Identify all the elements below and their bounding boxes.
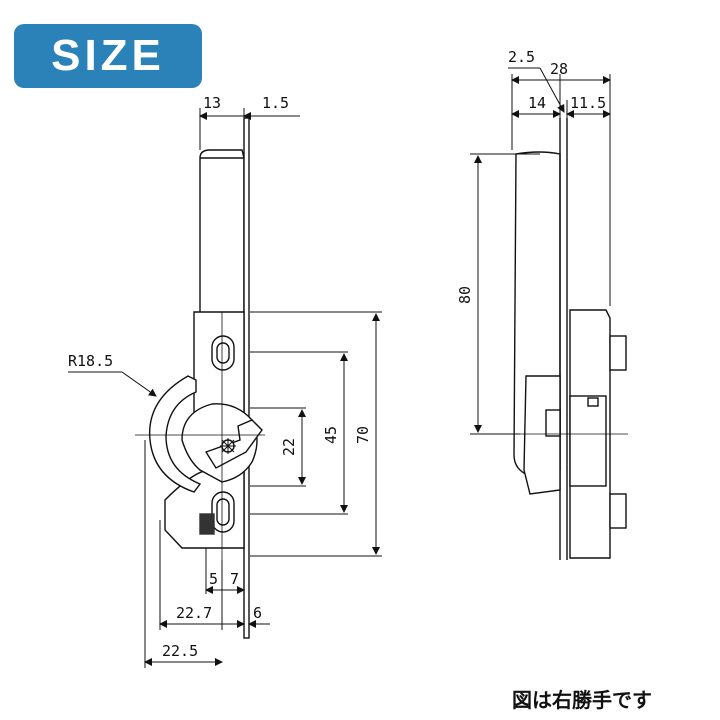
dim-22-7: 22.7 <box>176 604 212 622</box>
right-hand-note: 図は右勝手です <box>512 688 652 712</box>
dim-28: 28 <box>550 60 568 78</box>
dim-1-5: 1.5 <box>262 94 289 112</box>
front-view <box>135 117 265 639</box>
dim-6: 6 <box>253 604 262 622</box>
dim-2-5: 2.5 <box>508 48 535 66</box>
dim-13: 13 <box>203 94 221 112</box>
dim-22-5: 22.5 <box>162 642 198 660</box>
size-badge: SIZE <box>14 24 202 88</box>
dim-r18-5: R18.5 <box>68 352 113 370</box>
dim-7: 7 <box>230 570 239 588</box>
dim-45: 45 <box>322 426 340 444</box>
dim-5: 5 <box>209 570 218 588</box>
dim-11-5: 11.5 <box>570 94 606 112</box>
dim-14: 14 <box>528 94 546 112</box>
side-view <box>470 118 628 560</box>
dim-80: 80 <box>456 286 474 304</box>
size-badge-label: SIZE <box>51 31 165 80</box>
dim-22: 22 <box>280 438 298 456</box>
dim-70: 70 <box>354 426 372 444</box>
